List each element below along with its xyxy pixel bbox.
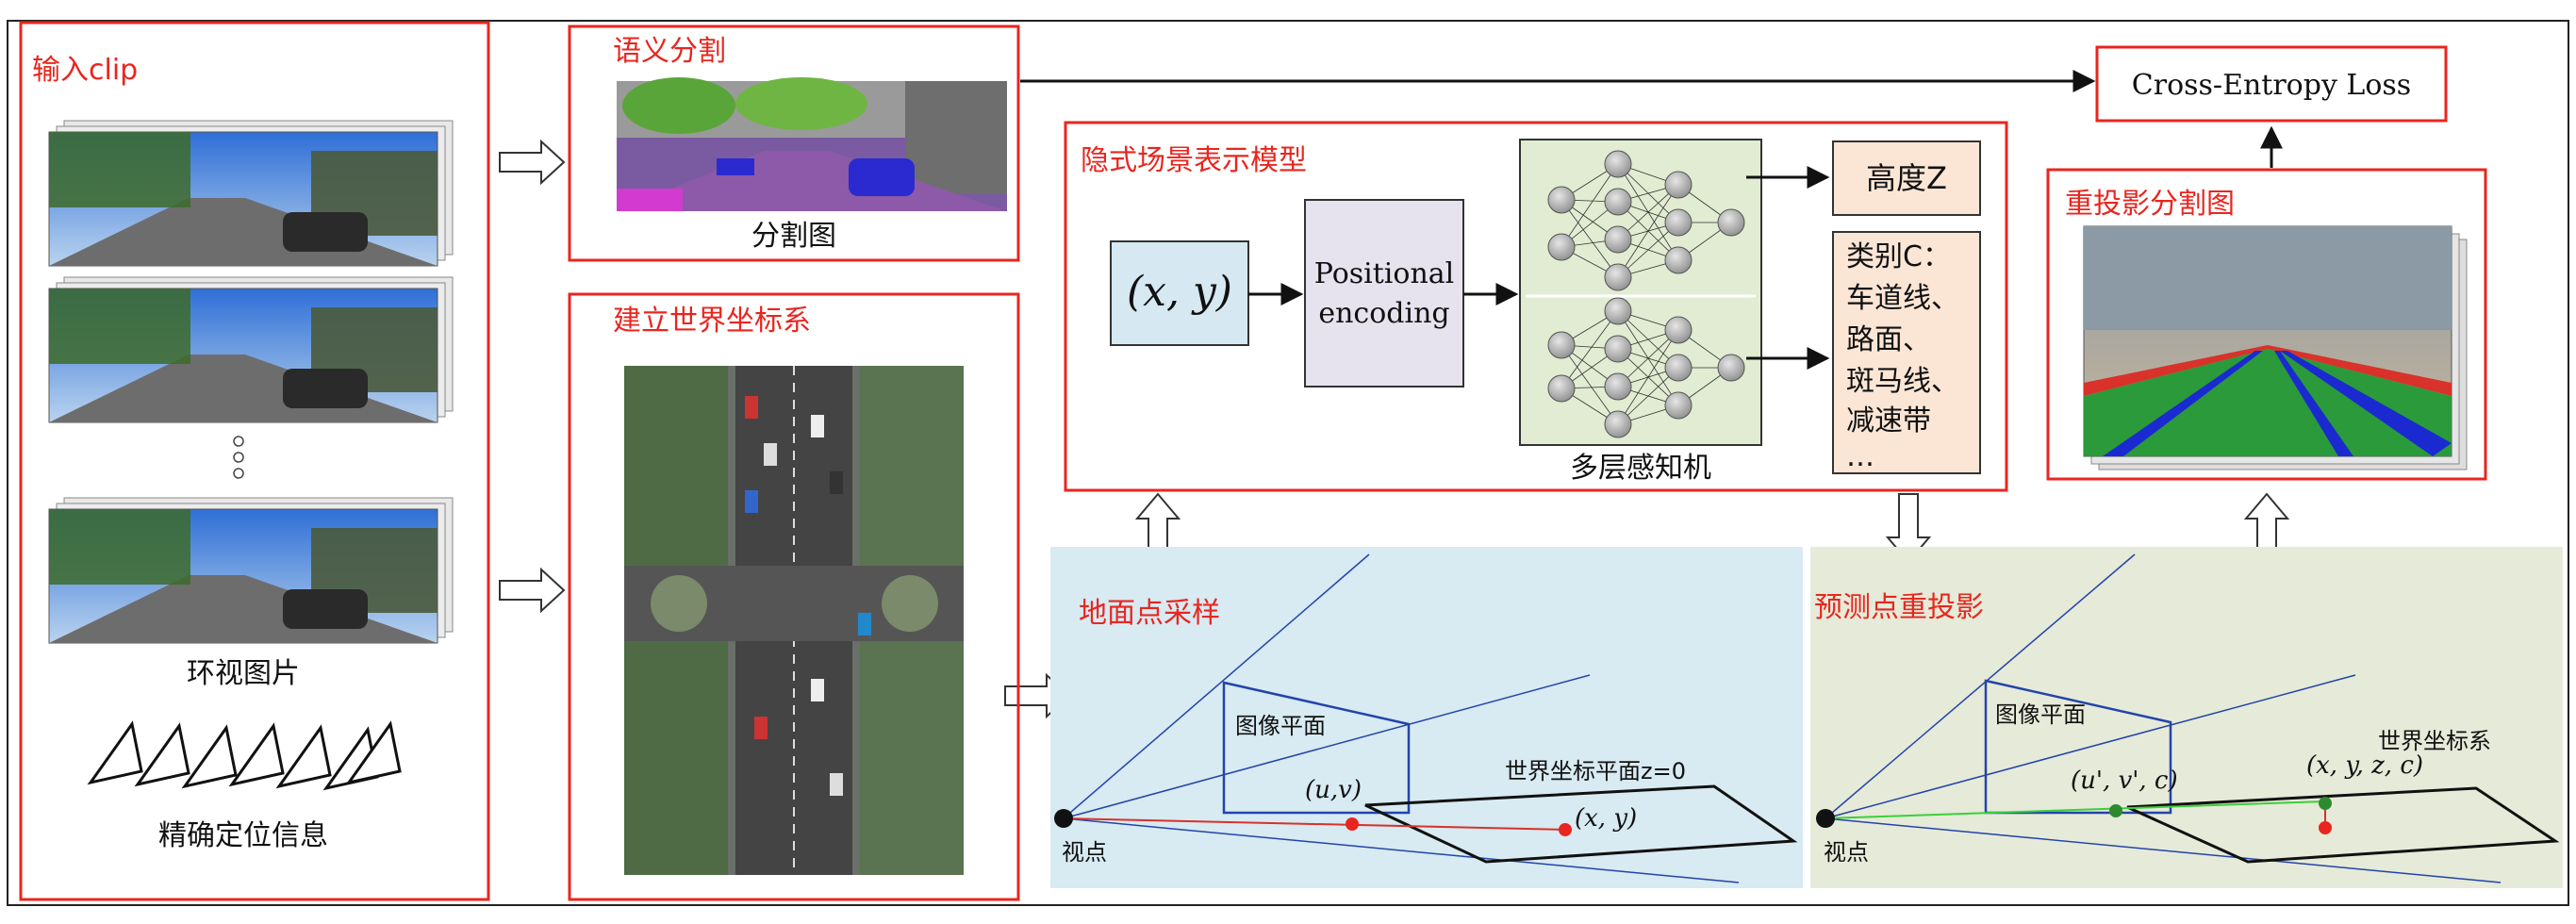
- semantic-seg-title: 语义分割: [613, 35, 726, 68]
- implicit-model-title: 隐式场景表示模型: [1081, 144, 1307, 177]
- localization-label: 精确定位信息: [158, 819, 328, 852]
- reproj-uvc-label: (u', v', c): [2071, 767, 2178, 795]
- class-line-5: 减速带: [1846, 404, 1931, 437]
- ground-image-plane-label: 图像平面: [1235, 713, 1326, 739]
- pe-line-1: Positional: [1314, 257, 1455, 290]
- reproj-viewpoint-label: 视点: [1824, 839, 1869, 866]
- loss-box: [2095, 45, 2448, 123]
- reprojection-title: 预测点重投影: [1814, 591, 1984, 624]
- mlp-network: [1560, 163, 1732, 425]
- reprojected-seg-image: [2083, 225, 2468, 470]
- neuron-icon: [1547, 150, 1745, 438]
- pe-line-2: encoding: [1318, 297, 1449, 330]
- class-line-3: 路面、: [1846, 323, 1931, 356]
- input-xy-box: [1110, 240, 1249, 346]
- ground-viewpoint-label: 视点: [1062, 839, 1107, 866]
- ground-sampling-geometry: [1054, 553, 1798, 883]
- world-frame-box: [568, 292, 1020, 901]
- segmentation-caption: 分割图: [751, 220, 836, 253]
- semantic-seg-box: [568, 25, 1020, 262]
- implicit-model-box: [1064, 121, 2008, 492]
- surround-images-label: 环视图片: [187, 657, 300, 690]
- segmentation-image: [617, 77, 1007, 211]
- mlp-label: 多层感知机: [1570, 452, 1711, 485]
- input-clip-box: [19, 21, 490, 901]
- height-output-box: [1832, 140, 1981, 216]
- height-output-label: 高度Z: [1866, 160, 1947, 196]
- reproj-seg-title: 重投影分割图: [2065, 188, 2235, 221]
- class-line-6: …: [1846, 440, 1874, 473]
- reproj-world-frame-label: 世界坐标系: [2378, 728, 2491, 754]
- class-output-box: [1832, 231, 1981, 474]
- positional-encoding-box: [1304, 199, 1464, 388]
- input-clip-title: 输入clip: [32, 54, 138, 87]
- ground-sampling-panel: [1050, 547, 1803, 888]
- reprojection-panel: [1810, 547, 2563, 888]
- class-line-4: 斑马线、: [1846, 365, 1959, 398]
- reproj-xyzc-label: (x, y, z, c): [2306, 751, 2423, 780]
- world-frame-title: 建立世界坐标系: [613, 305, 811, 338]
- reproj-image-plane-label: 图像平面: [1995, 701, 2086, 728]
- ground-xy-label: (x, y): [1575, 804, 1637, 833]
- class-line-1: 类别C：: [1846, 240, 1951, 273]
- ground-sampling-title: 地面点采样: [1079, 597, 1220, 630]
- class-line-2: 车道线、: [1846, 282, 1959, 315]
- image-ellipsis: [233, 436, 244, 479]
- ground-uv-label: (u,v): [1305, 776, 1362, 804]
- surround-image-stack-1: [48, 120, 454, 267]
- surround-image-stack-2: [48, 276, 454, 423]
- reprojection-geometry: [1816, 553, 2560, 883]
- surround-image-stack-3: [48, 497, 454, 644]
- aerial-map-image: [624, 366, 964, 875]
- ground-world-plane-label: 世界坐标平面z=0: [1505, 758, 1686, 784]
- reproj-seg-box: [2046, 168, 2487, 481]
- loss-label: Cross-Entropy Loss: [2132, 69, 2411, 102]
- outer-frame: [7, 20, 2569, 906]
- input-xy-text: (x, y): [1127, 268, 1232, 316]
- camera-rig-icon: [87, 720, 402, 791]
